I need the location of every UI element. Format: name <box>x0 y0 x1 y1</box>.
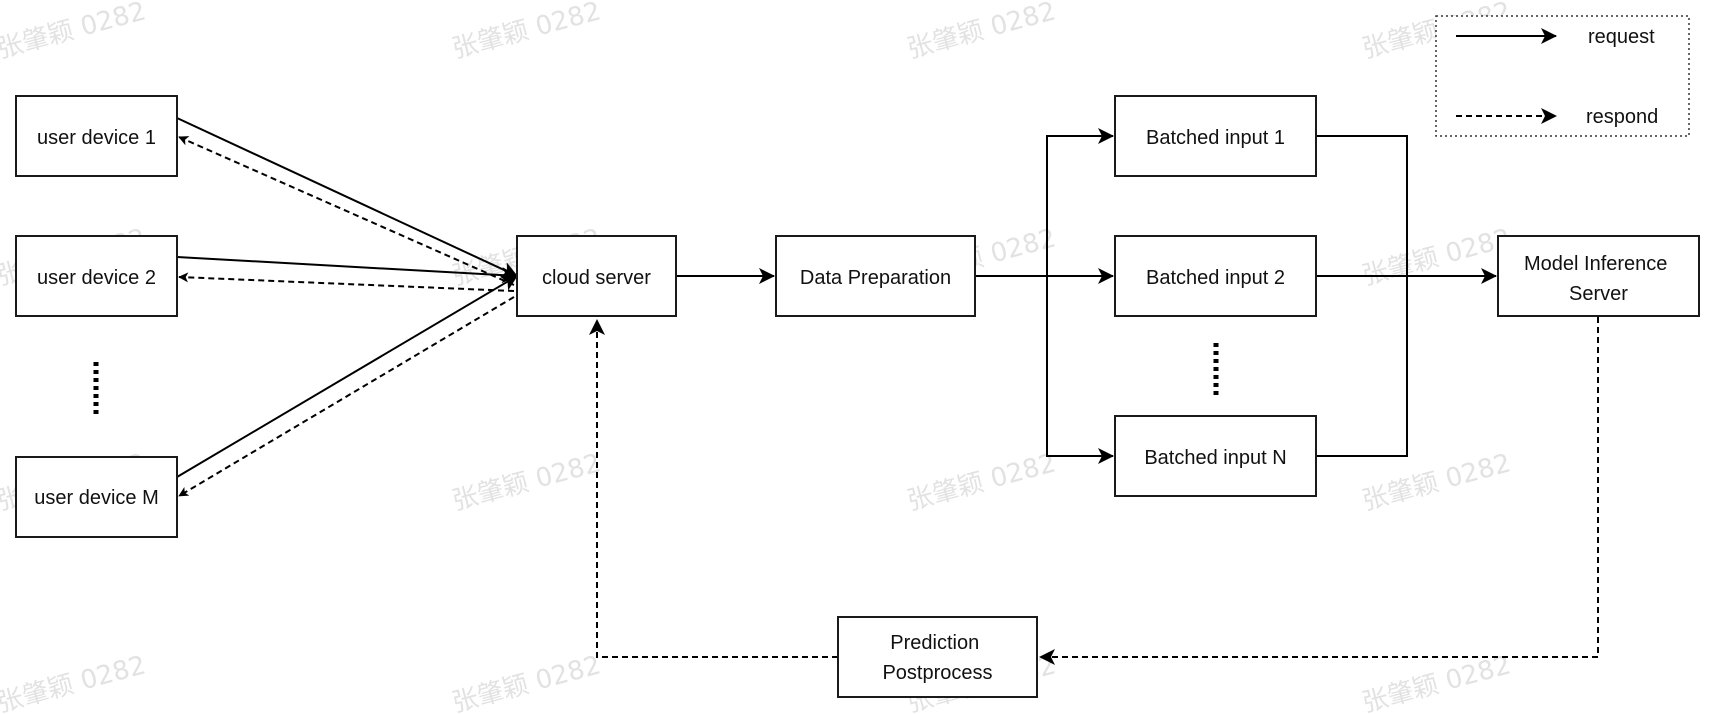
node-label-line-1: Prediction <box>890 632 979 654</box>
node-batched-input-2: Batched input 2 <box>1114 235 1317 317</box>
edge-device1-to-cloud <box>176 117 518 277</box>
edge-batch1-to-merge <box>1317 135 1408 276</box>
node-label: Data Preparation <box>800 267 951 289</box>
edge-batchN-to-merge <box>1317 276 1408 457</box>
node-label: cloud server <box>542 267 651 289</box>
edge-model-to-postprocess <box>1039 317 1599 665</box>
node-label: user device 1 <box>37 127 156 149</box>
node-label-line-2: Postprocess <box>882 662 992 684</box>
edge-postprocess-to-cloud <box>589 319 838 658</box>
watermark-text: 张肇颖 0282 <box>904 448 1059 516</box>
node-batched-input-1: Batched input 1 <box>1114 95 1317 177</box>
edge-cloud-to-device1 <box>178 136 515 286</box>
legend-request-label: request <box>1588 26 1655 48</box>
node-label: Model Inference Server <box>1524 253 1673 305</box>
edge-cloud-to-device2 <box>178 272 515 292</box>
node-data-preparation: Data Preparation <box>775 235 976 317</box>
node-prediction-postprocess: Prediction Postprocess <box>837 616 1038 698</box>
watermark-text: 张肇颖 0282 <box>904 0 1059 65</box>
node-cloud-server: cloud server <box>516 235 677 317</box>
edge-deviceM-to-cloud <box>176 275 518 478</box>
edge-dataprep-to-batch1 <box>1046 128 1114 276</box>
node-label: Prediction Postprocess <box>882 632 992 684</box>
watermark-text: 张肇颖 0282 <box>449 650 604 714</box>
legend-respond-label: respond <box>1586 106 1658 128</box>
node-label: user device 2 <box>37 267 156 289</box>
node-label: user device M <box>34 487 159 509</box>
node-label: Batched input 2 <box>1146 267 1285 289</box>
node-label-line-1: Model Inference <box>1524 253 1667 275</box>
watermark-text: 张肇颖 0282 <box>449 0 604 65</box>
node-label-line-2: Server <box>1569 283 1628 305</box>
watermark-text: 张肇颖 0282 <box>1359 223 1514 291</box>
edge-device2-to-cloud <box>176 256 518 284</box>
watermark-text: 张肇颖 0282 <box>1359 448 1514 516</box>
node-user-device-m: user device M <box>15 456 178 538</box>
node-user-device-1: user device 1 <box>15 95 178 177</box>
watermark-text: 张肇颖 0282 <box>1359 650 1514 714</box>
node-label: Batched input 1 <box>1146 127 1285 149</box>
watermark-text: 张肇颖 0282 <box>449 448 604 516</box>
node-batched-input-n: Batched input N <box>1114 415 1317 497</box>
watermark-text: 张肇颖 0282 <box>0 650 149 714</box>
legend: request respond <box>1435 15 1690 137</box>
node-label: Batched input N <box>1144 447 1286 469</box>
edge-dataprep-to-batchN <box>1046 276 1114 464</box>
watermark-text: 张肇颖 0282 <box>0 0 149 65</box>
node-model-inference-server: Model Inference Server <box>1497 235 1700 317</box>
edge-cloud-to-deviceM <box>178 296 515 497</box>
edges <box>176 117 1599 665</box>
node-user-device-2: user device 2 <box>15 235 178 317</box>
